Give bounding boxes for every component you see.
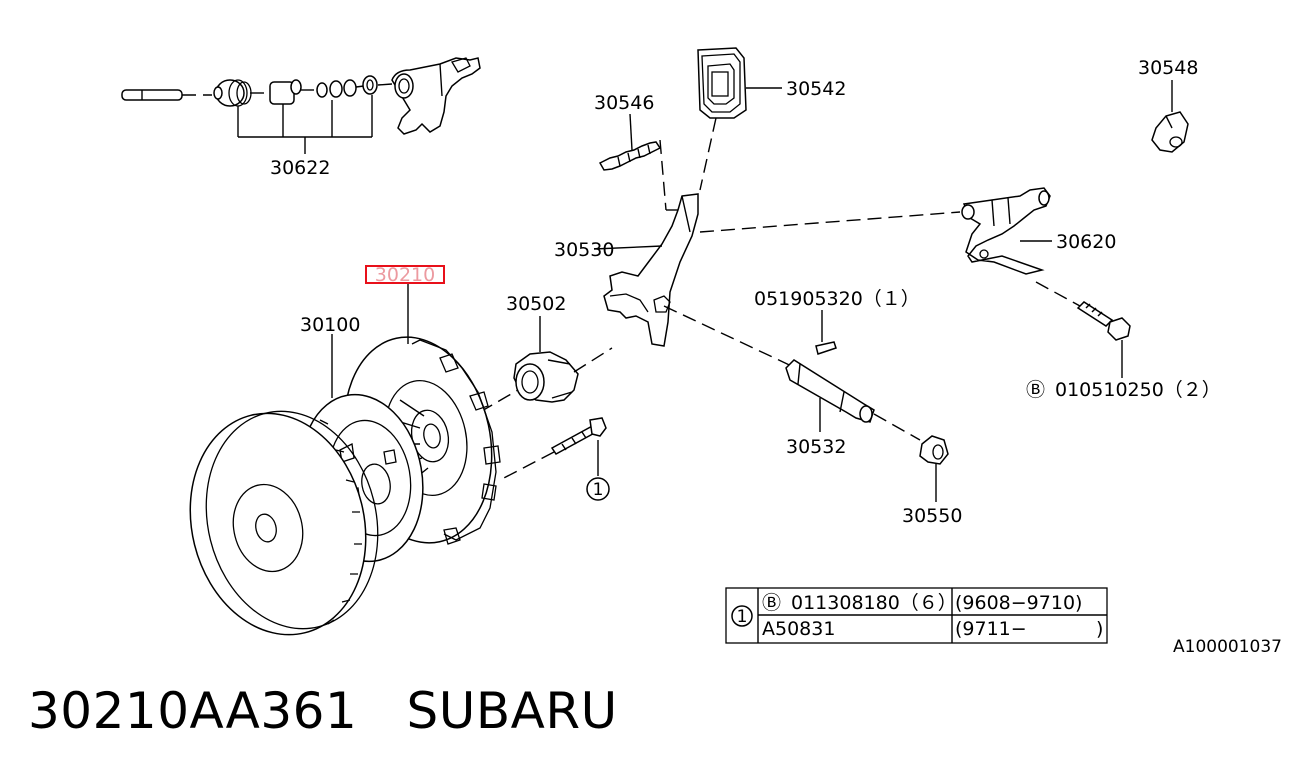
callout-30530: 30530	[554, 239, 614, 261]
part-30542-boot	[697, 47, 782, 191]
part-30620-slave-cylinder	[961, 187, 1081, 307]
parts-table: 1 Ⓑ 011308180（６） (9608−9710) A50831 (971…	[725, 587, 1108, 644]
dash-fork-to-shaft	[663, 305, 801, 371]
callout-051905320: 051905320（１）	[754, 288, 920, 310]
footer-part-number: 30210AA361	[28, 682, 358, 740]
diagram-id: A100001037	[1173, 637, 1282, 657]
highlight-box-30210	[365, 265, 445, 284]
callout-010510250: 010510250（２）	[1055, 379, 1221, 401]
part-010510250-bolt	[1076, 301, 1131, 378]
callout-30210: 30210	[375, 264, 435, 286]
callout-30502: 30502	[506, 293, 566, 315]
part-30502-release-bearing	[479, 316, 613, 413]
callout-30620: 30620	[1056, 231, 1116, 253]
table-row2-close: )	[1096, 618, 1103, 640]
callout-30542: 30542	[786, 78, 846, 100]
part-30530-release-fork	[593, 193, 699, 347]
ref-1-marker: 1	[586, 477, 610, 501]
callout-30532: 30532	[786, 436, 846, 458]
part-30550-bushing	[919, 435, 949, 502]
part-051905320-pin	[815, 310, 837, 355]
table-row1-range: (9608−9710)	[955, 592, 1082, 614]
table-row2-part: A50831	[762, 618, 835, 640]
part-flywheel	[189, 410, 379, 636]
callout-30622: 30622	[270, 157, 330, 179]
callout-30546: 30546	[594, 92, 654, 114]
table-row1-part: 011308180（６）	[791, 592, 957, 614]
part-30532-shaft	[785, 359, 921, 441]
callout-30550: 30550	[902, 505, 962, 527]
part-30622-assembly	[121, 57, 481, 154]
footer-brand: SUBARU	[406, 682, 618, 740]
svg-text:1: 1	[593, 480, 604, 500]
table-row2-range: (9711−	[955, 618, 1027, 640]
part-30546-spring	[598, 113, 684, 211]
callout-30100: 30100	[300, 314, 360, 336]
callout-010510250-b: Ⓑ	[1026, 379, 1045, 401]
callout-30548: 30548	[1138, 57, 1198, 79]
part-bolt-ref1	[499, 417, 607, 481]
dash-fork-to-slave	[699, 211, 961, 233]
table-row1-b: Ⓑ	[762, 592, 781, 614]
part-30548-clip	[1151, 80, 1189, 153]
footer-caption: 30210AA361 SUBARU	[28, 682, 618, 740]
table-ref-1: 1	[737, 607, 748, 627]
